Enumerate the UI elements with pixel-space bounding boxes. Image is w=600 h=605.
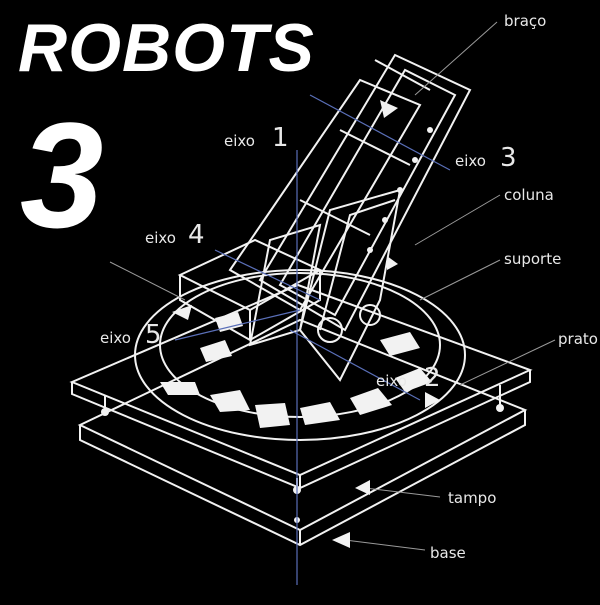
braco-arm [228, 53, 472, 332]
label-suporte: suporte [504, 250, 561, 268]
label-eixo3-num: 3 [500, 143, 517, 173]
prato-turntable [134, 269, 466, 441]
eixo4-axis [214, 249, 321, 301]
page-title: ROBOTS [18, 10, 315, 86]
label-eixo4-num: 4 [188, 220, 205, 250]
label-eixo5-num: 5 [145, 320, 162, 350]
label-eixo2-num: 2 [424, 363, 441, 393]
eixo5-axis [174, 309, 301, 341]
label-eixo3-word: eixo [455, 152, 486, 170]
label-eixo4-word: eixo [145, 229, 176, 247]
label-base: base [430, 544, 466, 562]
label-braco: braço [504, 12, 546, 30]
label-tampo: tampo [448, 489, 496, 507]
label-eixo2-word: eixo [376, 372, 407, 390]
label-prato: prato [558, 330, 598, 348]
eixo2-axis [289, 329, 421, 401]
issue-number: 3 [20, 91, 104, 259]
label-eixo1-num: 1 [272, 123, 289, 153]
base-plate [77, 318, 528, 547]
label-coluna: coluna [504, 186, 554, 204]
label-eixo1-word: eixo [224, 132, 255, 150]
gripper [177, 238, 323, 342]
eixo3-axis [309, 94, 451, 171]
label-eixo5-word: eixo [100, 329, 131, 347]
